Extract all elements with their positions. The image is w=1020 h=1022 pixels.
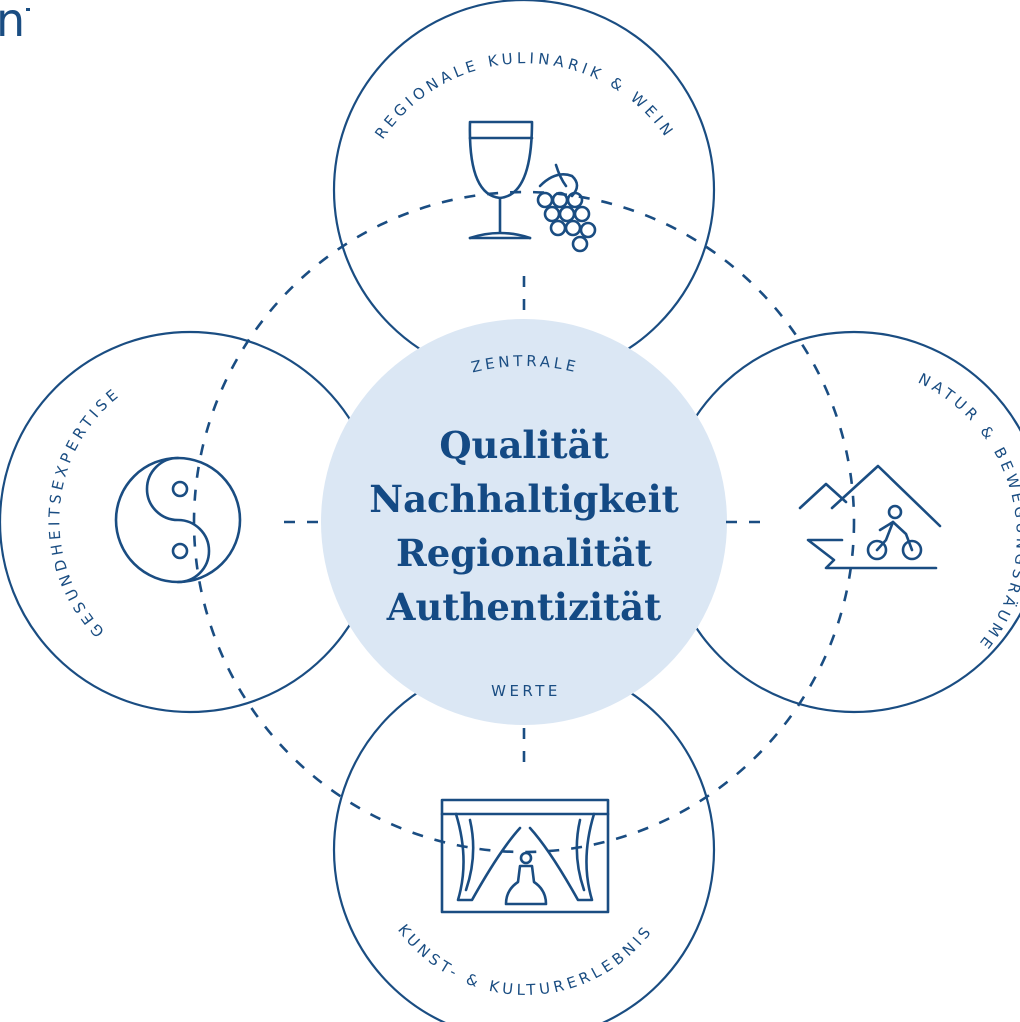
value-authenticity: Authentizität [386, 585, 661, 629]
value-regionality: Regionalität [396, 531, 652, 575]
dashed-connector-ring [192, 190, 856, 854]
circle-bottom-label: KUNST- & KULTURERLEBNIS [394, 921, 657, 999]
center-bottom-label: WERTE [491, 682, 561, 700]
center-circle [321, 319, 727, 725]
theater-stage-icon [440, 798, 610, 914]
value-quality: Qualität [439, 423, 608, 467]
circle-left-label: GESUNDHEITSEXPERTISE [45, 383, 124, 640]
circle-top-label: REGIONALE KULINARIK & WEIN [371, 49, 679, 142]
circle-right-label: NATUR & BEWEGUNGSRÄUME [915, 370, 1020, 655]
yin-yang-icon [114, 456, 242, 584]
mountain-cyclist-icon [798, 464, 942, 570]
logo-fragment: n [0, 0, 25, 47]
logo-mark [26, 8, 30, 11]
wine-glass-grapes-icon [468, 120, 597, 253]
value-sustainability: Nachhaltigkeit [369, 477, 679, 521]
